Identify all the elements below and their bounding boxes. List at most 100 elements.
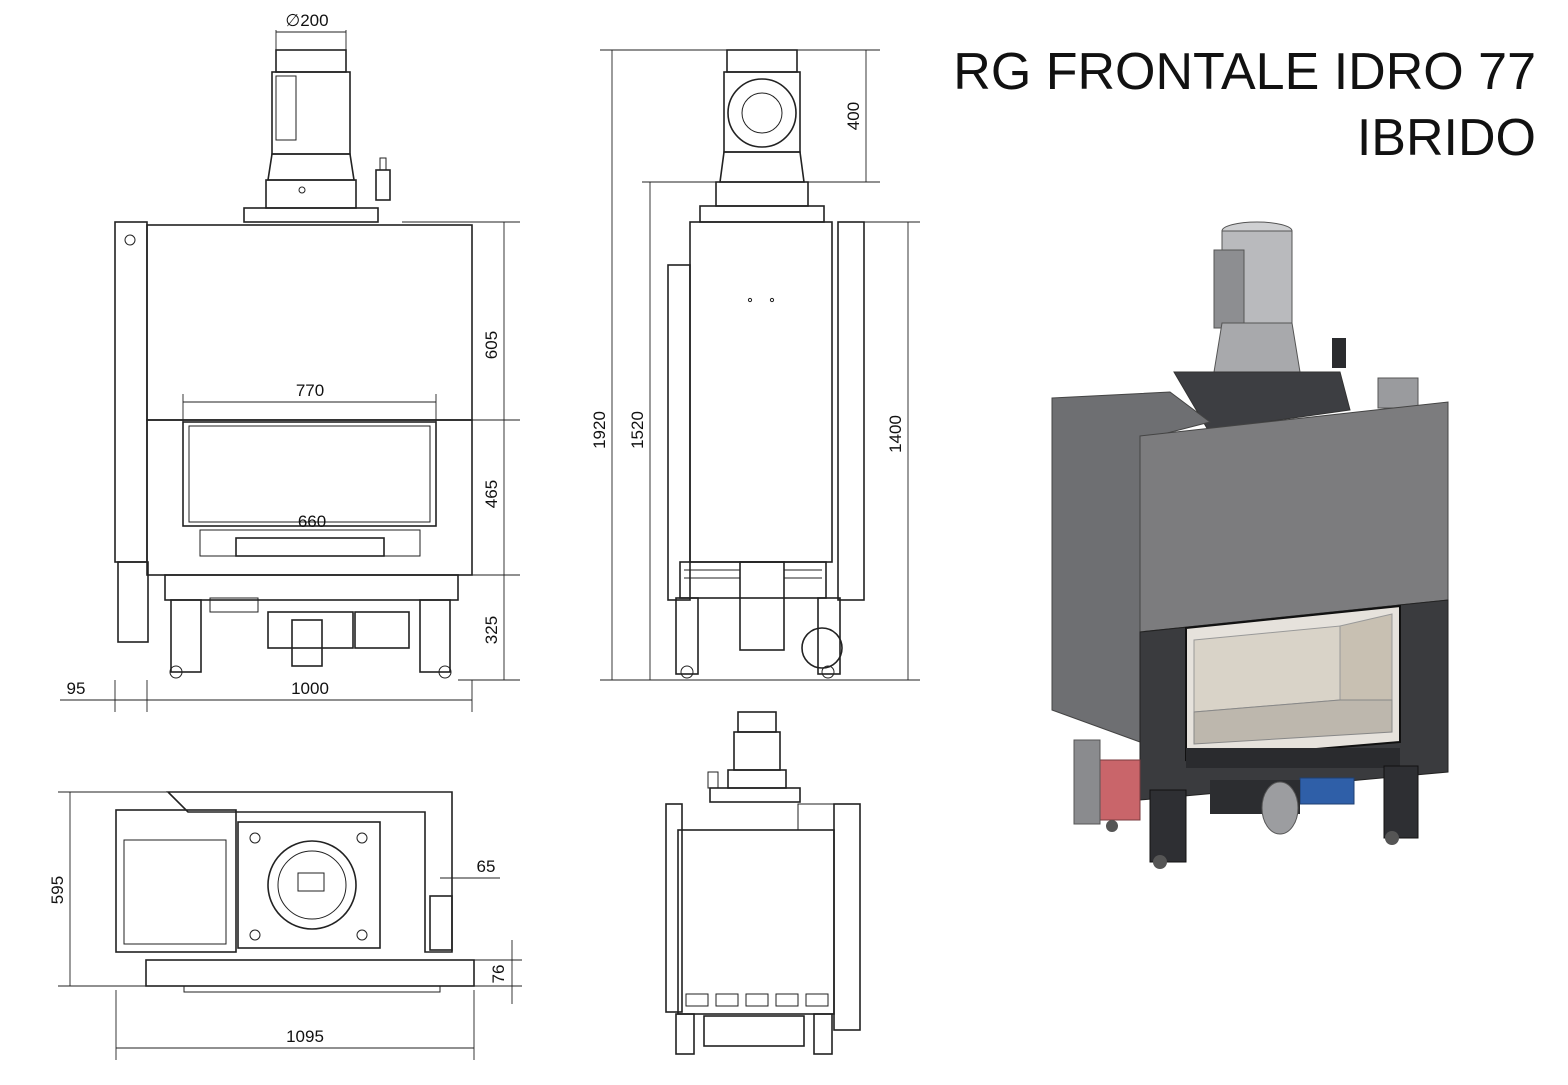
render-firebox-bricks (1193, 625, 1341, 713)
back-leg-left (675, 1013, 695, 1055)
side-flue-collar (726, 49, 798, 73)
dim-door-height: 465 (482, 480, 501, 508)
front-valve-body (375, 169, 391, 201)
top-outline (166, 791, 453, 953)
side-leg-front (675, 597, 699, 675)
back-top-plate (709, 787, 801, 803)
render-leg-front-right (1383, 765, 1419, 839)
back-flue-base (727, 769, 787, 789)
render-flue-damper (1213, 249, 1245, 329)
back-top-right-block (797, 803, 835, 831)
back-body (677, 829, 835, 1015)
top-bolt (356, 832, 368, 844)
side-rivet (747, 297, 753, 303)
top-flue-plate (237, 821, 381, 949)
front-logo-bar (235, 537, 385, 557)
front-panel-hole (124, 234, 136, 246)
render-top-plate (1173, 371, 1351, 431)
side-pump-wheel (801, 627, 843, 669)
side-flue-cone (719, 151, 805, 183)
side-front-frame (667, 264, 691, 601)
side-rivet (769, 297, 775, 303)
back-vent (745, 993, 769, 1007)
side-flue-box (723, 71, 801, 153)
front-view: ∅200 605 465 325 770 660 95 1000 (60, 11, 520, 712)
side-flue-ring (727, 78, 797, 148)
front-base-frame (164, 574, 459, 601)
front-flue-cone (267, 153, 355, 181)
back-vent (685, 993, 709, 1007)
front-pump-motor (291, 619, 323, 667)
render-back-bracket (1377, 377, 1419, 409)
front-flue-pipe (271, 71, 351, 155)
top-view: 595 65 76 1095 (48, 791, 522, 1060)
dim-base-height: 325 (482, 616, 501, 644)
dim-panel-height: 1400 (886, 415, 905, 453)
dim-total-height: 1920 (590, 411, 609, 449)
top-flue-ring (267, 840, 357, 930)
render-ash-lip (1186, 748, 1400, 768)
top-left-plate (115, 809, 237, 953)
side-leg-back (817, 597, 841, 675)
side-flue-base (715, 181, 809, 207)
side-vent-block (679, 561, 827, 599)
front-pipe-fitting (209, 597, 259, 613)
side-body (689, 221, 833, 563)
render-flue-cone (1213, 322, 1301, 373)
back-right-panel (833, 803, 861, 1031)
front-flue-bolt (298, 186, 306, 194)
back-vent (805, 993, 829, 1007)
top-side-bracket (429, 895, 453, 951)
top-bolt (249, 929, 261, 941)
fireplace-render (1051, 221, 1449, 869)
front-leg-left (170, 599, 202, 673)
front-left-panel (114, 221, 148, 563)
front-wheel-left (169, 665, 183, 679)
render-wheel (1106, 820, 1118, 832)
front-glass (182, 421, 437, 527)
top-left-inner (123, 839, 227, 945)
render-side-bracket (1073, 739, 1101, 825)
side-flue-inner (741, 92, 783, 134)
render-pump-motor (1261, 781, 1299, 835)
front-flue-collar (275, 49, 347, 73)
dim-frame-depth: 76 (489, 965, 508, 984)
back-view (665, 711, 861, 1055)
render-wheel (1385, 831, 1399, 845)
front-leg-right (419, 599, 451, 673)
dim-side-offset: 95 (67, 679, 86, 698)
render-firebox-floor (1193, 699, 1393, 745)
front-valve-stem (379, 157, 387, 171)
back-left-frame (665, 803, 683, 1013)
dim-front-projection: 65 (477, 857, 496, 876)
render-firebox-side (1339, 613, 1393, 705)
render-blue-pump (1299, 777, 1355, 805)
render-front-hood (1139, 401, 1449, 633)
side-wheel (680, 665, 694, 679)
side-view: 1920 1520 400 1400 (590, 49, 920, 681)
side-duct (739, 561, 785, 651)
top-front-lip (183, 985, 441, 993)
dim-upper-height: 605 (482, 331, 501, 359)
top-bolt (249, 832, 261, 844)
dim-opening-width: 770 (296, 381, 324, 400)
render-valve (1332, 338, 1346, 368)
front-side-bracket (117, 561, 149, 643)
dim-total-width: 1095 (286, 1027, 324, 1046)
dim-body-height: 1520 (628, 411, 647, 449)
top-flue-inner (277, 850, 347, 920)
dim-flue-diameter: ∅200 (285, 11, 328, 30)
dim-flue-height: 400 (844, 102, 863, 130)
dim-glass-width: 660 (298, 512, 326, 531)
title-line-2: IBRIDO (1356, 109, 1536, 167)
front-top-plate (243, 207, 379, 223)
render-red-pipe (1095, 759, 1141, 821)
back-flue-pipe (733, 731, 781, 771)
front-wheel-right (438, 665, 452, 679)
side-wheel (821, 665, 835, 679)
back-leg-right (813, 1013, 833, 1055)
back-flue-collar (737, 711, 777, 733)
side-top-plate (699, 205, 825, 223)
dim-depth: 595 (48, 876, 67, 904)
